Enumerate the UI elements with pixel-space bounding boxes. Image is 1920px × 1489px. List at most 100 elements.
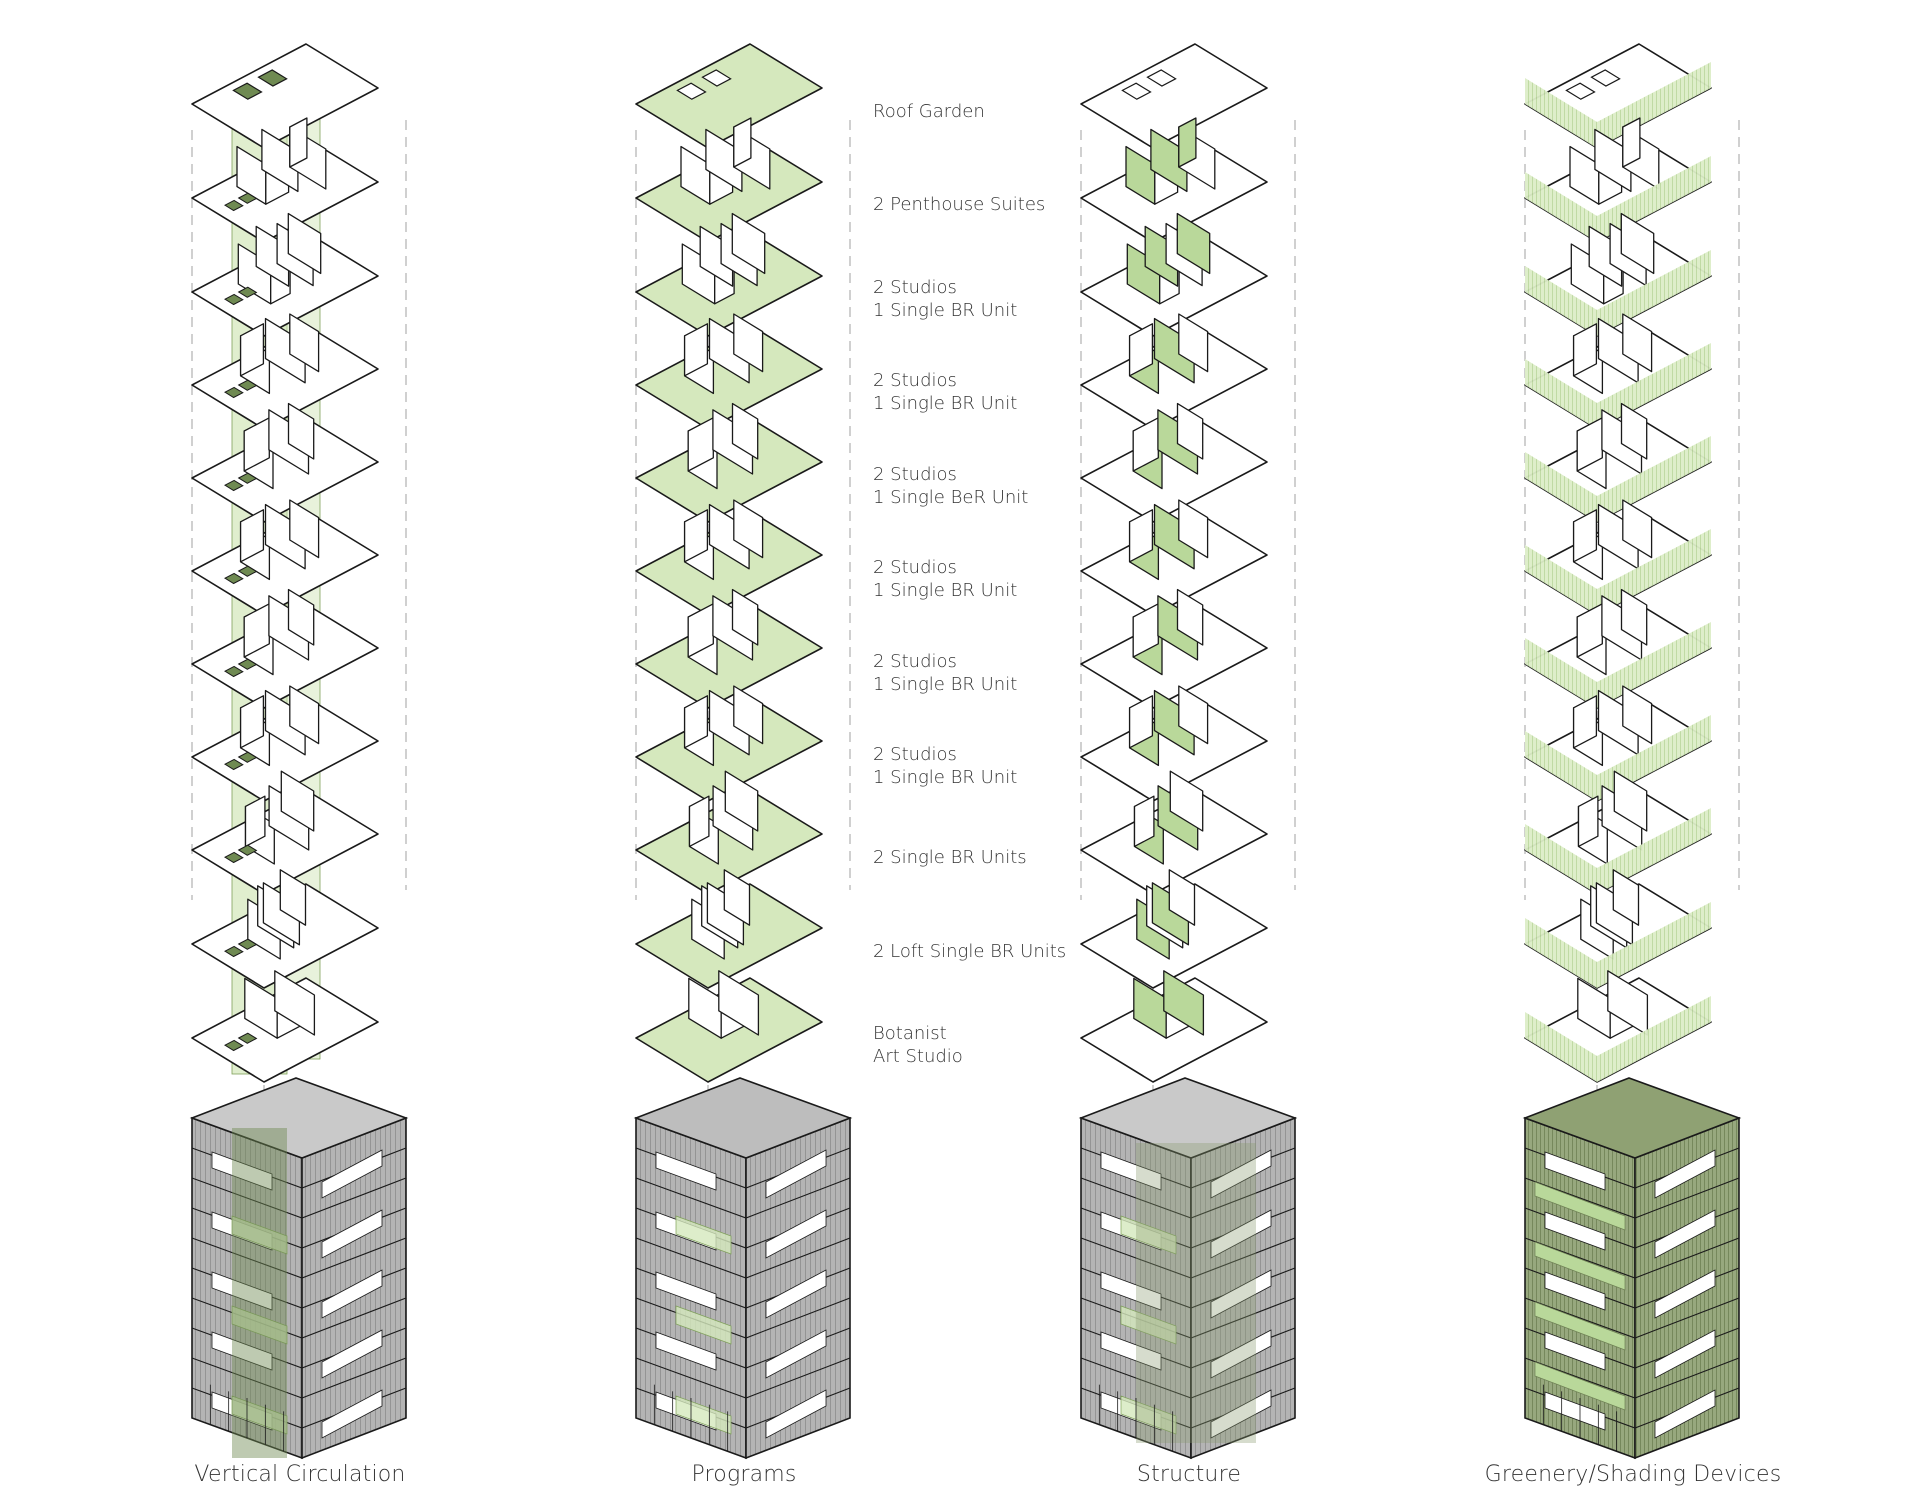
stack-greenery xyxy=(1524,43,1740,1120)
stair-opening xyxy=(223,945,244,958)
floor-band xyxy=(635,1237,851,1279)
partition-wall xyxy=(733,685,764,745)
floor-band xyxy=(1080,1357,1296,1399)
elevator-opening xyxy=(237,565,258,577)
partition-wall xyxy=(1128,509,1154,563)
window-opening xyxy=(1654,1209,1716,1259)
green-infill xyxy=(1120,1305,1177,1345)
column-title: Vertical Circulation xyxy=(194,1462,406,1487)
partition-wall xyxy=(239,695,265,749)
window-opening xyxy=(1210,1149,1272,1199)
tower-roof xyxy=(189,1077,409,1159)
elevator-opening xyxy=(237,379,258,391)
planter-screen xyxy=(1525,266,1597,336)
floor-band xyxy=(191,1297,407,1339)
stair-opening xyxy=(223,479,244,492)
partition-wall xyxy=(1622,499,1653,559)
floor-roof xyxy=(1524,43,1712,149)
green-infill xyxy=(231,1305,288,1345)
program-label: 2 Penthouse Suites xyxy=(873,193,1045,216)
floor-plate xyxy=(191,43,379,149)
floor-plate xyxy=(1080,43,1268,149)
floor-level-7 xyxy=(1524,402,1712,523)
window-opening xyxy=(655,1331,717,1371)
partition-wall xyxy=(1169,770,1204,832)
green-infill xyxy=(675,1305,732,1345)
structure-core xyxy=(1136,1143,1256,1443)
floor-level-6 xyxy=(1080,499,1268,616)
window-opening xyxy=(1210,1329,1272,1379)
planter-screen xyxy=(1525,78,1597,148)
floor-band xyxy=(1524,1357,1740,1399)
floor-penthouse xyxy=(191,117,379,243)
window-opening xyxy=(765,1389,827,1439)
partition-wall xyxy=(1128,323,1154,377)
partition-wall xyxy=(731,588,759,646)
stair-opening xyxy=(223,572,244,585)
window-opening xyxy=(321,1209,383,1259)
partition-wall xyxy=(1622,117,1641,168)
program-label-line: 1 Single BR Unit xyxy=(873,393,1018,415)
window-opening xyxy=(1544,1211,1606,1251)
program-label-line: 1 Single BR Unit xyxy=(873,674,1018,696)
floor-level-6 xyxy=(1524,499,1712,616)
partition-wall xyxy=(1176,588,1204,646)
floor-band xyxy=(191,1177,407,1219)
stair-opening xyxy=(223,851,244,864)
floor-band xyxy=(191,1357,407,1399)
floor-plate xyxy=(635,43,823,149)
floor-level-7 xyxy=(635,402,823,523)
floor-level-3 xyxy=(1524,770,1712,895)
floor-level-3 xyxy=(1080,770,1268,895)
partition-wall xyxy=(287,402,315,460)
planter-screen xyxy=(1525,359,1597,429)
window-opening xyxy=(1100,1271,1162,1311)
stack-circulation xyxy=(191,43,407,1120)
program-label-line: 2 Studios xyxy=(873,370,957,391)
elevator-opening xyxy=(237,192,258,204)
floor-level-2 xyxy=(635,869,823,989)
partition-wall xyxy=(724,770,759,832)
partition-wall xyxy=(1178,313,1209,373)
green-infill xyxy=(675,1215,732,1255)
stair-opening xyxy=(223,1039,244,1052)
floor-level-4 xyxy=(1080,685,1268,802)
green-infill xyxy=(1120,1395,1177,1435)
floor-level-5 xyxy=(1080,588,1268,709)
program-label: Roof Garden xyxy=(873,100,985,123)
program-label-line: 1 Single BR Unit xyxy=(873,300,1018,322)
tower-greenery xyxy=(1522,1077,1742,1460)
planter-screen xyxy=(1597,902,1711,988)
program-label-line: 1 Single BR Unit xyxy=(873,767,1018,789)
window-opening xyxy=(1544,1151,1606,1191)
elevator-opening xyxy=(237,286,258,298)
partition-wall xyxy=(274,970,316,1036)
program-label-line: 2 Studios xyxy=(873,557,957,578)
floor-band xyxy=(635,1297,851,1339)
window-opening xyxy=(1210,1209,1272,1259)
tower-programs xyxy=(633,1077,853,1460)
program-label-line: 2 Studios xyxy=(873,277,957,298)
planter-screen xyxy=(1597,996,1711,1082)
floor-level-2 xyxy=(191,869,379,989)
window-opening xyxy=(655,1271,717,1311)
floor-band xyxy=(1080,1297,1296,1339)
planter-screen xyxy=(1597,436,1711,522)
partition-wall xyxy=(1613,770,1648,832)
floor-level-9 xyxy=(191,212,379,337)
partition-wall xyxy=(683,509,709,563)
partition-wall xyxy=(289,499,320,559)
skylight xyxy=(1146,69,1177,87)
program-label-line: 2 Penthouse Suites xyxy=(873,194,1046,215)
floor-band xyxy=(635,1357,851,1399)
floor-level-9 xyxy=(635,212,823,337)
partition-wall xyxy=(1163,970,1205,1036)
elevator-opening xyxy=(237,472,258,484)
partition-wall xyxy=(1572,509,1598,563)
window-opening xyxy=(655,1151,717,1191)
floor-level-5 xyxy=(635,588,823,709)
